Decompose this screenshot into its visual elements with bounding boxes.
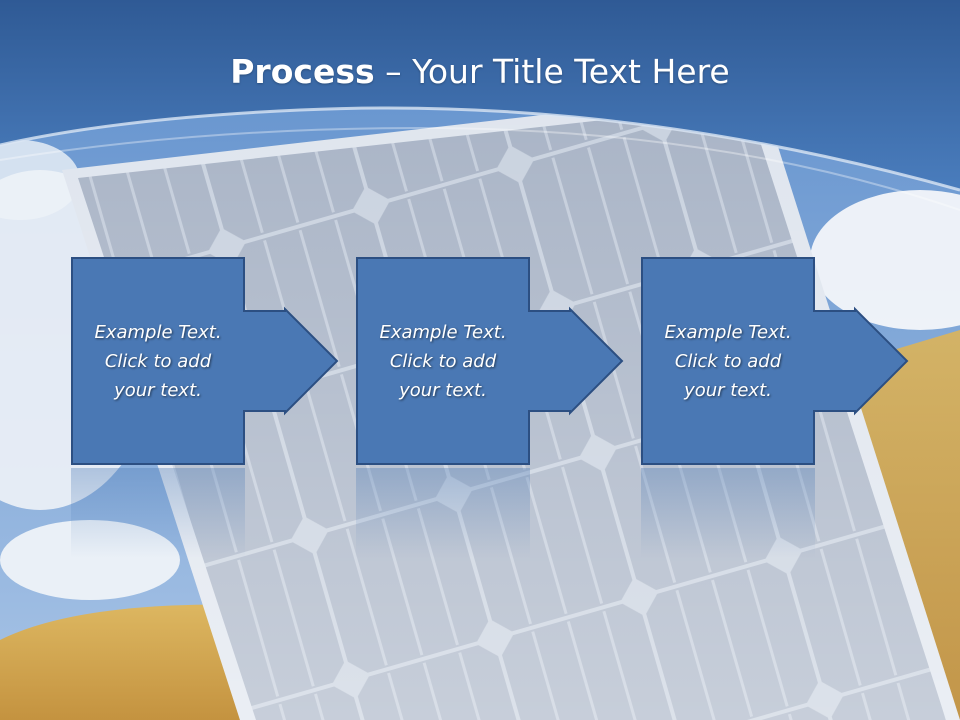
process-step-1[interactable]: Example Text. Click to add your text. xyxy=(71,257,339,465)
arrow-box-shape xyxy=(356,257,624,465)
title-rest: – Your Title Text Here xyxy=(374,52,730,91)
step-line-1: Example Text. xyxy=(94,321,222,343)
step-line-2: Click to add xyxy=(389,350,497,372)
slide-title[interactable]: Process – Your Title Text Here xyxy=(0,52,960,91)
arrow-box-shape xyxy=(71,257,339,465)
step-line-2: Click to add xyxy=(674,350,782,372)
title-bold: Process xyxy=(230,52,375,91)
step-line-3: your text. xyxy=(684,379,772,401)
step-text: Example Text. Click to add your text. xyxy=(643,257,813,465)
step-text: Example Text. Click to add your text. xyxy=(73,257,243,465)
step-line-2: Click to add xyxy=(104,350,212,372)
step-line-1: Example Text. xyxy=(664,321,792,343)
step-line-3: your text. xyxy=(399,379,487,401)
step-line-3: your text. xyxy=(114,379,202,401)
process-step-2[interactable]: Example Text. Click to add your text. xyxy=(356,257,624,465)
step-text: Example Text. Click to add your text. xyxy=(358,257,528,465)
arrow-box-shape xyxy=(641,257,909,465)
process-step-3[interactable]: Example Text. Click to add your text. xyxy=(641,257,909,465)
step-line-1: Example Text. xyxy=(379,321,507,343)
